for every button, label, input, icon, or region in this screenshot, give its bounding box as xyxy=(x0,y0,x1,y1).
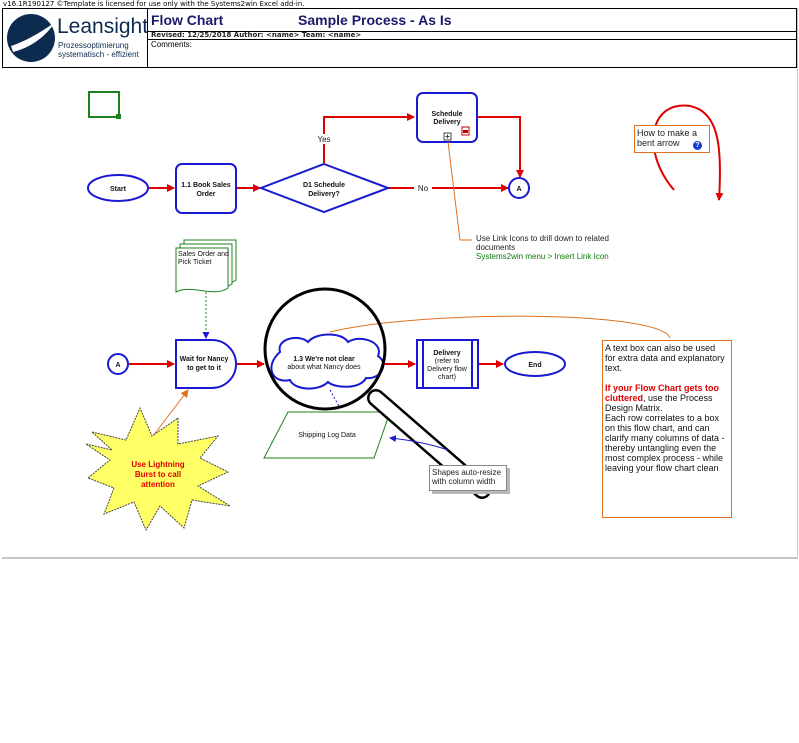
text-box-line: on this flow chart, and can xyxy=(605,423,710,433)
row1-connectors: Yes No xyxy=(149,113,524,193)
bent-arrow-note-line2: bent arrow xyxy=(637,138,680,148)
revised-text[interactable]: Revised: 12/25/2018 Author: <name> Team:… xyxy=(151,31,362,39)
schedule-delivery-label-1: Schedule xyxy=(431,111,462,118)
burst-callout-arrow xyxy=(149,389,189,441)
clutter-rest: , use the Process xyxy=(643,393,713,403)
lightning-burst[interactable]: Use Lightning Burst to call attention xyxy=(85,406,231,532)
connector-a-in[interactable]: A xyxy=(107,353,129,375)
burst-label-2: Burst to call xyxy=(135,470,181,479)
cloud-label-line1: 1.3 We're not clear xyxy=(293,356,355,363)
text-box-line: thereby untangling even the xyxy=(605,443,717,453)
sales-order-document[interactable]: Sales Order and Pick Ticket xyxy=(175,239,237,293)
text-box-line: for extra data and explanatory xyxy=(605,353,725,363)
link-note-line1: Use Link Icons to drill down to related xyxy=(476,234,609,243)
header: Leansight Prozessoptimierung systematisc… xyxy=(2,8,797,68)
d1-decision[interactable]: D1 Schedule Delivery? xyxy=(258,162,391,214)
shipping-log-label: Shipping Log Data xyxy=(298,432,356,439)
doc-label-line2: Pick Ticket xyxy=(178,259,212,266)
tagline-line-2: systematisch - effizient xyxy=(58,50,139,59)
bent-arrow-example[interactable] xyxy=(652,104,724,201)
text-box-line: A text box can also be used xyxy=(605,343,716,353)
expand-icon[interactable] xyxy=(443,132,452,141)
autosize-note-line1: Shapes auto-resize xyxy=(432,468,501,477)
cloud-to-data-connector xyxy=(329,389,341,409)
d1-label-line2: Delivery? xyxy=(308,191,340,198)
text-box-line: Design Matrix. xyxy=(605,403,663,413)
delivery-label-4: chart) xyxy=(438,374,456,381)
delivery-label-1: Delivery xyxy=(433,350,460,357)
comments-label[interactable]: Comments: xyxy=(151,40,192,49)
label-no: No xyxy=(418,184,429,193)
cloud-label-line2: about what Nancy does xyxy=(287,364,361,371)
clutter-warning-line1: If your Flow Chart gets too xyxy=(605,383,719,393)
clutter-warning-word: cluttered xyxy=(605,393,644,403)
end-label: End xyxy=(528,362,541,369)
text-box-line: text. xyxy=(605,363,623,373)
pdf-link-icon[interactable] xyxy=(461,126,470,136)
title-row: Flow Chart Sample Process - As Is xyxy=(148,9,796,32)
delivery-label-3: Delivery flow xyxy=(427,366,468,373)
text-box-line: Each row correlates to a box xyxy=(605,413,720,423)
selection-square[interactable] xyxy=(88,91,121,119)
text-box-line: clarify many columns of data - xyxy=(605,433,725,443)
delivery-label-2: (refer to xyxy=(435,358,460,365)
connector-a-out[interactable]: A xyxy=(508,177,530,199)
schedule-delivery-label-2: Delivery xyxy=(433,119,460,126)
magnifying-glass-icon xyxy=(263,287,491,499)
burst-label-3: attention xyxy=(141,480,175,489)
shipping-log-data[interactable]: Shipping Log Data xyxy=(263,411,391,459)
bent-arrow-note-line1: How to make a xyxy=(637,128,698,138)
leansight-logo-icon xyxy=(7,14,55,62)
d1-label-line1: D1 Schedule xyxy=(303,182,345,189)
sheet-frame xyxy=(2,8,798,559)
help-icon[interactable]: ? xyxy=(693,141,702,150)
book-sales-order-label-line2: Order xyxy=(196,191,215,198)
page-title: Flow Chart xyxy=(151,12,224,28)
wait-for-nancy-delay[interactable]: Wait for Nancy to get to it xyxy=(175,339,237,389)
link-callout-line xyxy=(447,141,472,241)
connector-a-out-label: A xyxy=(516,186,521,193)
label-yes: Yes xyxy=(317,135,330,144)
unclear-step-cloud[interactable]: 1.3 We're not clear about what Nancy doe… xyxy=(270,333,385,390)
autosize-note-line2: with column width xyxy=(432,477,496,486)
bent-arrow-note[interactable]: How to make a bent arrow ? xyxy=(634,125,710,153)
burst-label-1: Use Lightning xyxy=(131,460,184,469)
link-note-menu-path: Systems2win menu > Insert Link Icon xyxy=(476,252,609,261)
license-text: v16.1R190127 ©Template is licensed for u… xyxy=(3,0,305,8)
process-name[interactable]: Sample Process - As Is xyxy=(298,12,452,28)
text-box-content: A text box can also be used for extra da… xyxy=(605,343,725,473)
logo: Leansight Prozessoptimierung systematisc… xyxy=(3,9,148,67)
end-terminator[interactable]: End xyxy=(504,351,566,377)
arrow-schedule-to-a xyxy=(477,116,524,178)
textbox-callout-curve xyxy=(329,315,671,339)
brand-name: Leansight xyxy=(57,15,149,38)
revised-row: Revised: 12/25/2018 Author: <name> Team:… xyxy=(148,31,796,40)
text-box-line: most complex process - while xyxy=(605,453,724,463)
brand-tagline: Prozessoptimierung systematisch - effizi… xyxy=(58,41,139,59)
tagline-line-1: Prozessoptimierung xyxy=(58,41,129,50)
wait-label-line2: to get to it xyxy=(187,365,221,372)
link-note-line2: documents xyxy=(476,243,516,252)
arrow-yes xyxy=(323,113,415,163)
link-icon-note[interactable]: Use Link Icons to drill down to related … xyxy=(476,234,646,261)
autosize-note[interactable]: Shapes auto-resize with column width xyxy=(429,465,507,491)
wait-label-line1: Wait for Nancy xyxy=(180,356,229,363)
connector-a-in-label: A xyxy=(115,362,120,369)
explanatory-text-box[interactable]: A text box can also be used for extra da… xyxy=(602,340,732,518)
delivery-subprocess[interactable]: Delivery (refer to Delivery flow chart) xyxy=(416,339,479,389)
text-box-line: leaving your flow chart clean xyxy=(605,463,719,473)
doc-label-line1: Sales Order and xyxy=(178,251,229,258)
start-terminator[interactable]: Start xyxy=(87,174,149,202)
autosize-pointer-arrow xyxy=(389,435,449,451)
start-label: Start xyxy=(110,186,127,193)
